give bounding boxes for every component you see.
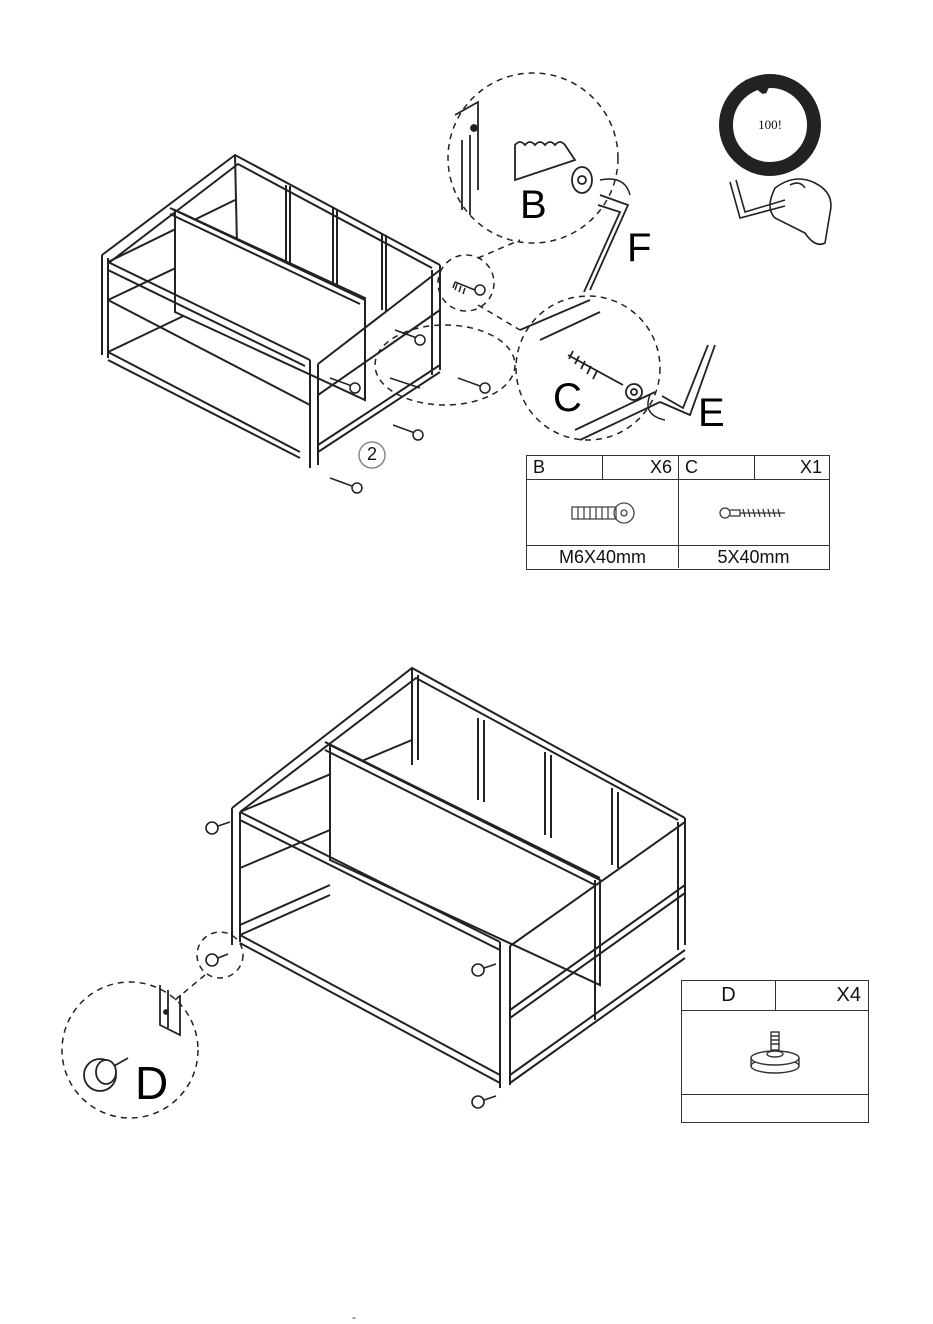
parts-table-sizes: M6X40mm 5X40mm	[527, 546, 829, 568]
parts-table-step1: B X6 C X1	[526, 455, 830, 570]
parts-table-header: B X6 C X1	[527, 456, 829, 480]
label-b: B	[520, 185, 547, 225]
screw-c-icon	[679, 480, 828, 545]
label-e: E	[698, 393, 725, 433]
parts-table-header: D X4	[682, 981, 868, 1011]
tighten-badge-text: 100!	[748, 117, 792, 133]
part-c-size: 5X40mm	[679, 546, 828, 568]
part-b-qty: X6	[603, 456, 679, 479]
page-footer-mark: -	[352, 1310, 356, 1324]
parts-table-icons	[682, 1011, 868, 1095]
part-d-letter: D	[682, 981, 776, 1010]
adjustable-foot-icon	[682, 1011, 867, 1094]
label-d: D	[135, 1060, 168, 1106]
parts-table-icons	[527, 480, 829, 546]
label-f: F	[627, 228, 651, 268]
part-c-letter: C	[679, 456, 755, 479]
step-number: 2	[364, 444, 380, 465]
part-b-letter: B	[527, 456, 603, 479]
part-c-qty: X1	[755, 456, 828, 479]
label-c: C	[553, 378, 582, 418]
part-b-size: M6X40mm	[527, 546, 679, 568]
bolt-b-icon	[527, 480, 679, 545]
part-d-qty: X4	[776, 981, 867, 1010]
parts-table-step2: D X4	[681, 980, 869, 1123]
parts-table-empty-row	[682, 1095, 868, 1121]
